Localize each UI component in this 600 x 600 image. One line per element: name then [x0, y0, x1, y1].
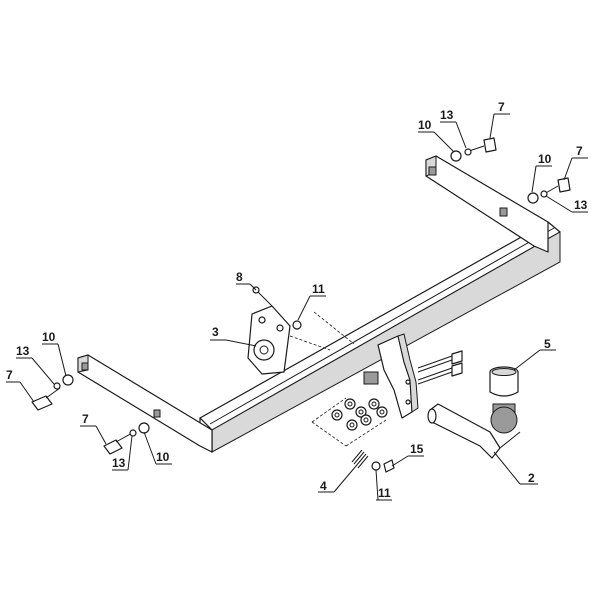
callout-8: 8 [236, 270, 243, 284]
callout-10-right-mid: 10 [538, 152, 552, 166]
callout-5: 5 [544, 337, 551, 351]
callout-labels: 2 3 4 5 8 11 11 15 10 13 7 7 13 10 10 13… [6, 100, 588, 500]
callout-7-left-bottom: 7 [82, 412, 89, 426]
callout-13-right-top: 13 [440, 108, 454, 122]
callout-10-left-top: 10 [42, 330, 56, 344]
callout-7-right-mid: 7 [576, 144, 583, 158]
callout-10-left-bottom: 10 [156, 450, 170, 464]
callout-15: 15 [410, 442, 424, 456]
socket-bracket-plate [247, 305, 291, 375]
callout-10-right-top: 10 [418, 118, 432, 132]
bracket-bolts [417, 350, 463, 385]
right-side-arm [425, 155, 549, 253]
callout-13-right-mid: 13 [574, 198, 588, 212]
assembly-guides [289, 311, 387, 447]
callout-13-left-bottom: 13 [112, 456, 126, 470]
callout-7-left-top: 7 [6, 368, 13, 382]
callout-13-left-top: 13 [16, 344, 30, 358]
callout-2: 2 [528, 471, 535, 485]
tow-ball-neck [427, 403, 521, 459]
callout-3: 3 [212, 325, 219, 339]
callout-11-top: 11 [312, 282, 325, 296]
callout-4: 4 [320, 479, 327, 493]
leader-lines [6, 113, 588, 501]
left-side-arm [77, 354, 213, 453]
callout-7-right-top: 7 [498, 100, 505, 114]
nut-cluster [331, 398, 388, 431]
callout-11-bottom: 11 [378, 486, 391, 500]
center-bracket [363, 333, 419, 419]
ball-cover [489, 366, 519, 397]
